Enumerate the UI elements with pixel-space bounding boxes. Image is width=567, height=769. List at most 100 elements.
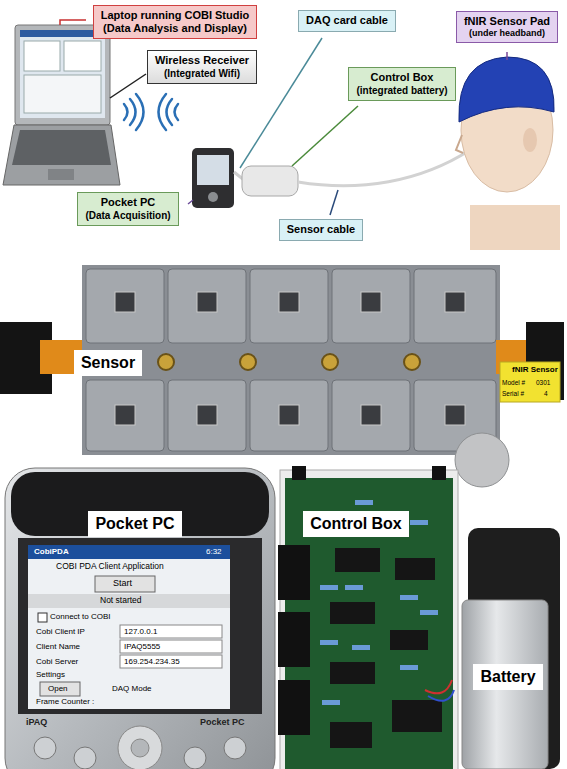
- foam-block: [86, 269, 164, 343]
- clip: [292, 466, 306, 480]
- foam-block: [86, 380, 164, 451]
- hw-button: [74, 747, 96, 769]
- callout-box: Control Box(integrated battery): [348, 67, 455, 100]
- photo-label: Pocket PC: [88, 511, 181, 536]
- node-text: Wireless Receiver: [155, 54, 249, 67]
- resistor: [420, 610, 438, 615]
- photo-text: 4: [544, 390, 548, 397]
- photo-text: Frame Counter :: [36, 697, 94, 706]
- photo-text: 169.254.234.35: [124, 657, 180, 666]
- photo-text: CobiPDA: [34, 547, 69, 556]
- wire: [428, 690, 454, 701]
- photo-text: Cobi Client IP: [36, 627, 85, 636]
- resistor: [410, 520, 428, 525]
- photo-label: Battery: [473, 664, 542, 689]
- photo-text: 0301: [536, 379, 550, 386]
- foam-block: [332, 269, 410, 343]
- ic: [330, 602, 375, 624]
- hw-button: [34, 737, 56, 759]
- text-field: [120, 655, 222, 668]
- battery-body: [462, 600, 548, 769]
- detector: [115, 405, 135, 425]
- control-box-photo: [278, 466, 458, 769]
- neck: [470, 205, 560, 250]
- wave: [167, 99, 173, 125]
- pocket-pc-figure: [192, 148, 234, 208]
- photo-text: fNIR Sensor: [512, 365, 558, 374]
- window-pane: [64, 41, 101, 71]
- node-text: Pocket PC: [95, 514, 174, 533]
- callout-box: fNIR Sensor Pad(under headband): [456, 11, 558, 43]
- led: [158, 354, 174, 370]
- pcb: [285, 478, 453, 769]
- node-text: fNIR Sensor Pad: [464, 15, 550, 28]
- window-pane: [24, 41, 60, 71]
- photo-text: Pocket PC: [200, 717, 245, 727]
- clip: [432, 466, 446, 480]
- leader-line: [188, 200, 193, 204]
- button: [40, 682, 80, 696]
- leader-line: [506, 52, 508, 60]
- resistor: [400, 665, 418, 670]
- laptop-touchpad: [48, 169, 74, 180]
- callout-box: Pocket PC(Data Acquisition): [77, 192, 178, 225]
- node-text: Pocket PC: [85, 196, 170, 209]
- node-text: (Data Acquisition): [85, 210, 170, 222]
- nose: [456, 135, 463, 153]
- sensor-cable: [298, 150, 470, 186]
- head-figure: [456, 57, 560, 250]
- resistor: [400, 595, 418, 600]
- ear: [523, 128, 537, 152]
- wave: [136, 94, 144, 130]
- foam-block: [250, 380, 328, 451]
- button: [95, 576, 155, 592]
- title-bar: [28, 545, 230, 559]
- node-text: (integrated battery): [356, 85, 447, 97]
- detector: [445, 405, 465, 425]
- photo-text: Not started: [100, 596, 142, 606]
- hw-button: [184, 747, 206, 769]
- photo-text: Cobi Server: [36, 657, 78, 666]
- ic: [330, 662, 375, 684]
- node-text: (Integrated Wifi): [155, 68, 249, 80]
- chips: [330, 548, 442, 748]
- photo-text: Start: [113, 578, 132, 588]
- callout-box: DAQ card cable: [298, 10, 396, 31]
- photo-text: Serial #: [502, 390, 524, 397]
- pda-screen: [28, 545, 230, 709]
- leader-line: [60, 20, 86, 25]
- pocket-pc-screen: [197, 155, 229, 185]
- photo-text: Model #: [502, 379, 525, 386]
- detector: [197, 405, 217, 425]
- wave: [130, 99, 136, 125]
- pda-body: [5, 468, 275, 769]
- photo-text: IPAQ5555: [124, 642, 160, 651]
- foam-block: [168, 380, 246, 451]
- ic: [392, 700, 442, 732]
- resistor: [320, 585, 338, 590]
- photo-label: Control Box: [303, 511, 409, 536]
- detector: [197, 292, 217, 312]
- ic: [395, 558, 435, 580]
- wave: [159, 94, 167, 130]
- connector: [278, 680, 310, 735]
- headband: [459, 57, 554, 122]
- laptop-figure: [3, 25, 120, 185]
- detector: [279, 405, 299, 425]
- led: [404, 354, 420, 370]
- wave: [124, 104, 128, 120]
- detector: [115, 292, 135, 312]
- leader-line: [330, 190, 338, 215]
- resistor: [355, 500, 373, 505]
- foam-block: [332, 380, 410, 451]
- photo-label: Sensor: [74, 350, 142, 375]
- detector: [361, 292, 381, 312]
- resistor: [352, 645, 370, 650]
- laptop-lid: [15, 25, 110, 125]
- d-pad: [118, 726, 162, 769]
- foam-block: [250, 269, 328, 343]
- photo-text: iPAQ: [26, 717, 47, 727]
- resistor: [322, 700, 340, 705]
- detector: [361, 405, 381, 425]
